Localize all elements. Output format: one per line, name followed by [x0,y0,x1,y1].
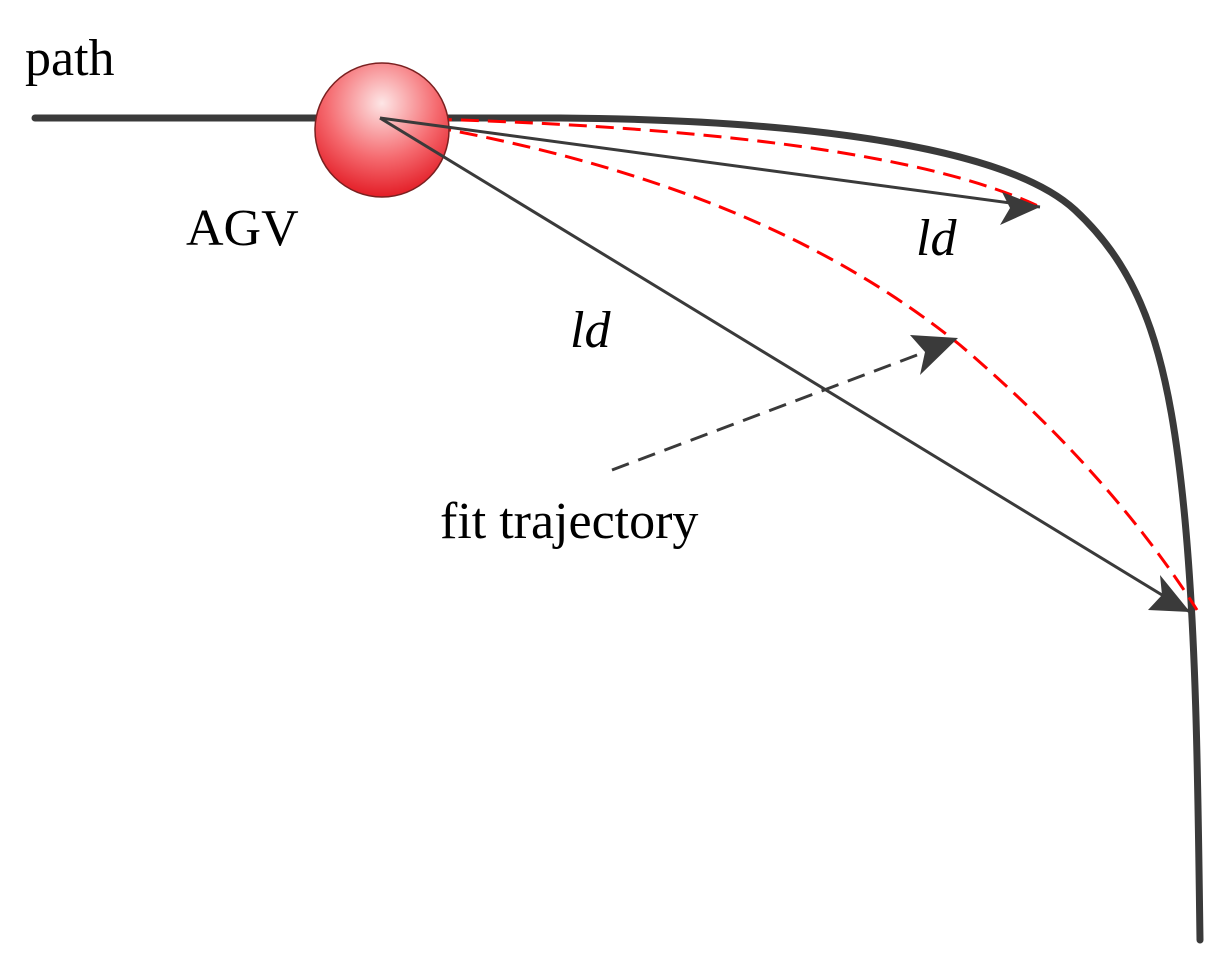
lookahead-long-arrowhead [1148,575,1190,612]
fit-trajectory-pointer-line [611,350,926,472]
lookahead-short-arrow [379,116,1041,209]
lookahead-long-label: ld [570,302,611,359]
lookahead-short-arrowhead [1000,192,1040,225]
fit-trajectory-short-curve [379,116,1041,209]
fit-trajectory-long-curve [379,116,1199,611]
fit-trajectory-label: fit trajectory [440,493,698,550]
reference-path-line [31,114,1204,944]
lookahead-long-arrow [379,116,1191,614]
path-label: path [25,30,115,87]
agv-label: AGV [186,200,299,257]
fit-trajectory-pointer-arrowhead [910,335,958,375]
agv-circle [314,62,450,198]
lookahead-short-label: ld [916,210,957,267]
